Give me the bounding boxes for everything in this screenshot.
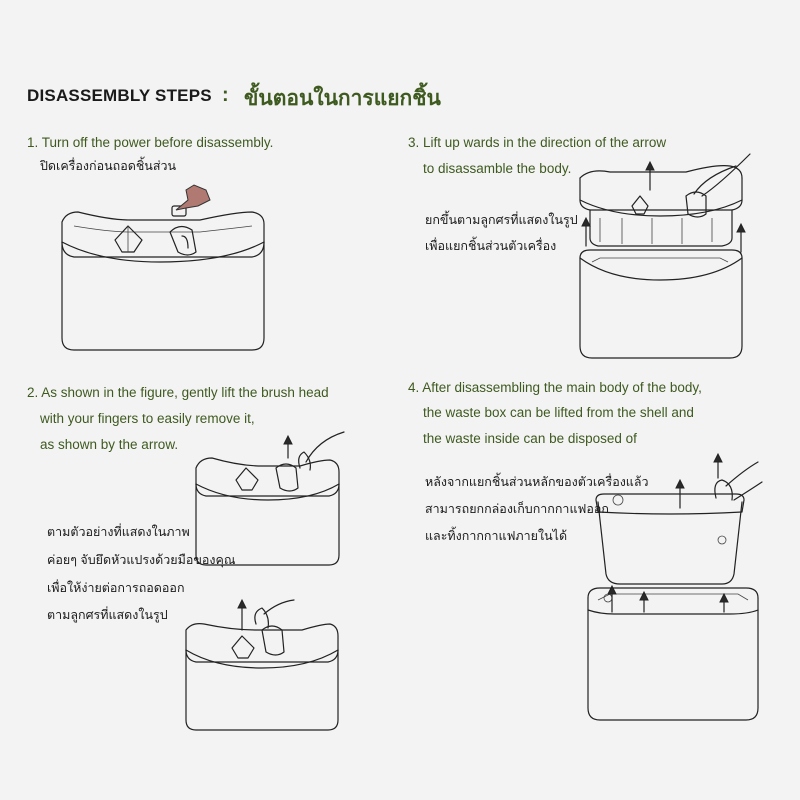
- step3-instruction-en-line1: 3. Lift up wards in the direction of the…: [408, 135, 667, 150]
- page-title-th: ขั้นตอนในการแยกชิ้น: [244, 87, 441, 110]
- step2-device-illustration-top: [195, 431, 345, 566]
- step4-device-illustration: [587, 452, 763, 721]
- step2-instruction-th-line1: ตามตัวอย่างที่แสดงในภาพ: [47, 525, 190, 539]
- title-separator: :: [222, 84, 229, 106]
- step1-instruction-th: ปิดเครื่องก่อนถอดชิ้นส่วน: [40, 159, 177, 173]
- step2-instruction-th-line4: ตามลูกศรที่แสดงในรูป: [47, 608, 168, 622]
- page-title-en: DISASSEMBLY STEPS: [27, 86, 212, 105]
- step4-instruction-th-line2: สามารถยกกล่องเก็บกากกาแฟออก: [425, 502, 609, 516]
- step3-instruction-th-line1: ยกขึ้นตามลูกศรที่แสดงในรูป: [425, 213, 578, 227]
- step3-instruction-en-line2: to disassamble the body.: [423, 161, 572, 176]
- step2-instruction-en-line2: with your fingers to easily remove it,: [40, 411, 255, 426]
- step2-device-illustration-bottom: [185, 598, 339, 731]
- step4-instruction-en-line3: the waste inside can be disposed of: [423, 431, 637, 446]
- step2-instruction-en-line3: as shown by the arrow.: [40, 437, 179, 452]
- step3-instruction-th-line2: เพื่อแยกชิ้นส่วนตัวเครื่อง: [425, 239, 557, 253]
- step4-instruction-th-line1: หลังจากแยกชิ้นส่วนหลักของตัวเครื่องแล้ว: [425, 475, 649, 489]
- step2-instruction-th-line2: ค่อยๆ จับยึดหัวแปรงด้วยมือของคุณ: [47, 553, 236, 567]
- step2-instruction-en-line1: 2. As shown in the figure, gently lift t…: [27, 385, 329, 400]
- step4-instruction-en-line2: the waste box can be lifted from the she…: [423, 405, 694, 420]
- step1-instruction-en: 1. Turn off the power before disassembly…: [27, 135, 274, 150]
- step3-device-illustration: [579, 153, 751, 359]
- step4-instruction-en-line1: 4. After disassembling the main body of …: [408, 380, 702, 395]
- step4-instruction-th-line3: และทิ้งกากกาแฟภายในได้: [425, 529, 568, 543]
- step2-instruction-th-line3: เพื่อให้ง่ายต่อการถอดออก: [47, 581, 185, 595]
- step1-device-illustration: [61, 184, 265, 351]
